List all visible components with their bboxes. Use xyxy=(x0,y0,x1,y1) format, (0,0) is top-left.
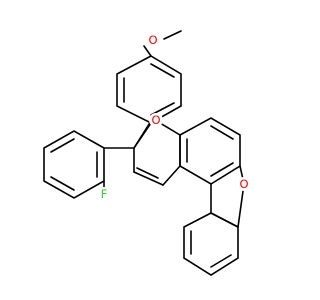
atom-label: O xyxy=(148,33,157,47)
atom-label: F xyxy=(101,187,108,201)
bond xyxy=(133,171,164,186)
bond xyxy=(210,254,232,268)
fluorine-atom: F xyxy=(97,187,111,201)
bond xyxy=(150,102,175,116)
methoxy-oxygen: O xyxy=(146,33,160,47)
atom-label: O xyxy=(239,177,248,191)
molecule-diagram: O O O F xyxy=(43,30,251,276)
bond xyxy=(162,165,181,186)
bond xyxy=(237,183,245,228)
bond xyxy=(143,45,152,57)
fluorophenyl-ring xyxy=(43,130,105,199)
atom-labels: O O O F xyxy=(97,33,251,201)
bond xyxy=(136,167,159,179)
furan-oxygen: O xyxy=(237,177,251,191)
central-benzene-ring xyxy=(179,117,241,185)
bond xyxy=(159,122,181,136)
bond xyxy=(210,125,234,140)
benzo-ring xyxy=(183,212,239,276)
bond xyxy=(150,63,175,78)
bond xyxy=(210,162,234,177)
atom-label: O xyxy=(151,113,160,127)
bond-skeleton xyxy=(43,30,245,276)
bond xyxy=(163,30,182,40)
bond xyxy=(50,176,75,191)
pyran-oxygen: O xyxy=(149,113,163,127)
bond xyxy=(133,120,152,149)
methoxyphenyl-ring xyxy=(116,55,182,124)
bond xyxy=(50,138,75,153)
